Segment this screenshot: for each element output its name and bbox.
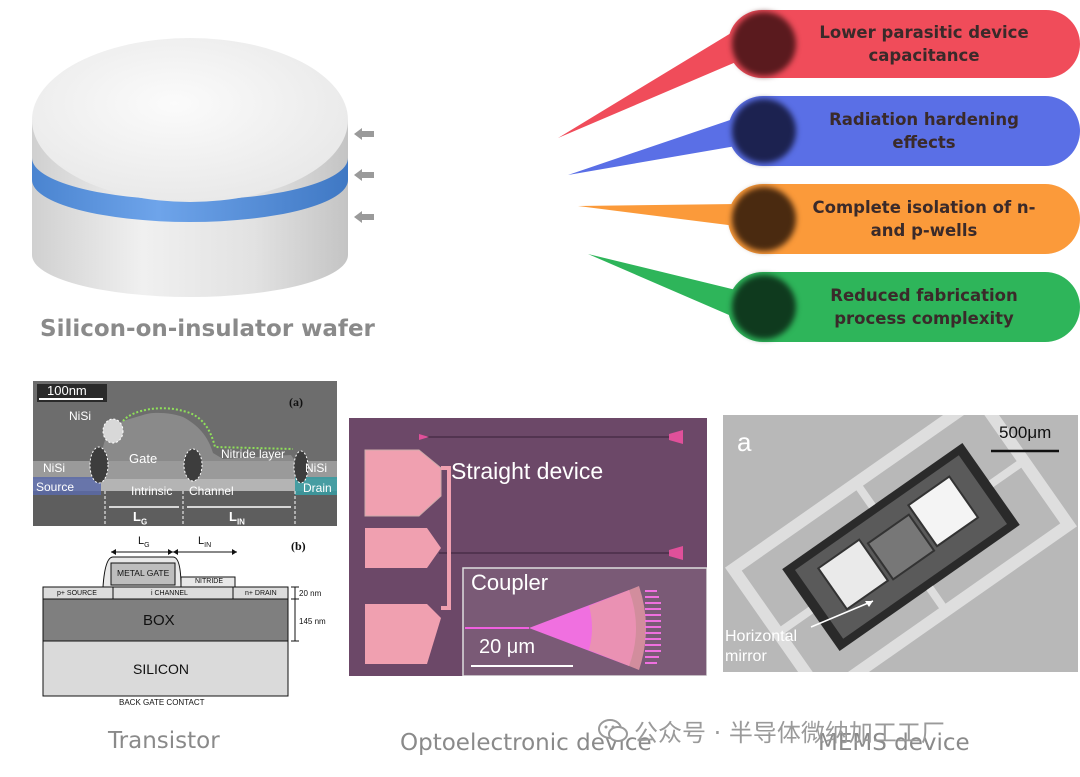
bullet-dot-icon bbox=[732, 12, 796, 76]
transistor-caption: Transistor bbox=[108, 728, 220, 754]
sem-source-label: Source bbox=[36, 480, 75, 494]
mems-scale-label: 500μm bbox=[999, 423, 1052, 442]
bullet-dot-icon bbox=[732, 275, 796, 339]
n-drain-label: n+ DRAIN bbox=[245, 590, 277, 597]
mems-sem-image: a 500μm Horizontal mirror bbox=[723, 415, 1078, 672]
metal-gate-label: METAL GATE bbox=[117, 568, 170, 578]
benefit-label: Complete isolation of n-and p-wells bbox=[812, 198, 1036, 240]
watermark-text: 公众号 · 半导体微纳加工工厂 bbox=[634, 719, 945, 747]
sem-scale-label: 100nm bbox=[47, 383, 87, 398]
straight-device-label: Straight device bbox=[451, 458, 604, 484]
sem-drain-label: Drain bbox=[303, 481, 332, 495]
optoelectronic-micrograph: Straight device Coupler 20 μm bbox=[349, 418, 707, 676]
nitride-label: NITRIDE bbox=[195, 578, 223, 585]
box-label: BOX bbox=[143, 612, 175, 629]
sem-nisi-left-label: NiSi bbox=[43, 461, 66, 475]
sem-channel-label: Channel bbox=[189, 484, 234, 498]
transistor-schematic: LG LIN (b) METAL GATE NITRIDE p+ SOURCE … bbox=[33, 535, 337, 710]
benefit-label: Reduced fabrication process complexity bbox=[830, 286, 1018, 328]
soi-wafer-illustration bbox=[32, 38, 348, 297]
schematic-lg-label: LG bbox=[138, 535, 150, 550]
horizontal-mirror-label: Horizontal mirror bbox=[725, 628, 798, 665]
wechat-icon bbox=[598, 718, 628, 742]
sem-gate-label: Gate bbox=[129, 451, 158, 466]
benefit-radiation-hardening: Radiation hardening effects bbox=[728, 96, 1080, 166]
benefit-isolation: Complete isolation of n-and p-wells bbox=[728, 184, 1080, 254]
coupler-label: Coupler bbox=[471, 570, 549, 595]
benefit-reduced-complexity: Reduced fabrication process complexity bbox=[728, 272, 1080, 342]
i-channel-label: i CHANNEL bbox=[151, 590, 188, 597]
wafer-caption: Silicon-on-insulator wafer bbox=[40, 316, 375, 342]
wechat-watermark: 公众号 · 半导体微纳加工工厂 bbox=[598, 713, 945, 748]
bullet-dot-icon bbox=[732, 99, 796, 163]
p-source-label: p+ SOURCE bbox=[57, 590, 97, 597]
benefit-connectors bbox=[558, 30, 736, 318]
benefit-parasitic-capacitance: Lower parasitic device capacitance bbox=[728, 10, 1080, 78]
bullet-dot-icon bbox=[732, 187, 796, 251]
sem-intrinsic-label: Intrinsic bbox=[131, 484, 173, 498]
dim-145nm-label: 145 nm bbox=[299, 617, 326, 626]
optical-scale-label: 20 μm bbox=[479, 636, 535, 658]
benefit-label: Radiation hardening effects bbox=[829, 110, 1019, 152]
layer-pointer-arrows bbox=[354, 128, 374, 223]
silicon-label: SILICON bbox=[133, 661, 190, 677]
mems-panel-label: a bbox=[737, 427, 752, 457]
sem-panel-label: (a) bbox=[289, 395, 303, 409]
schematic-panel-label: (b) bbox=[291, 539, 306, 553]
sem-lg-label: LG bbox=[133, 509, 148, 526]
mems-caption: MEMS device bbox=[818, 730, 970, 756]
benefit-label: Lower parasitic device capacitance bbox=[819, 23, 1029, 65]
sem-nisi-right-label: NiSi bbox=[305, 461, 328, 475]
back-gate-label: BACK GATE CONTACT bbox=[119, 698, 205, 707]
dim-20nm-label: 20 nm bbox=[299, 589, 322, 598]
sem-nitride-label: Nitride layer bbox=[221, 447, 286, 461]
sem-nisi-top-label: NiSi bbox=[69, 409, 92, 423]
sem-lin-label: LIN bbox=[229, 509, 245, 526]
schematic-lin-label: LIN bbox=[198, 535, 212, 550]
transistor-sem-image: 100nm (a) NiSi Gate Nitride layer NiSi N… bbox=[33, 381, 337, 526]
